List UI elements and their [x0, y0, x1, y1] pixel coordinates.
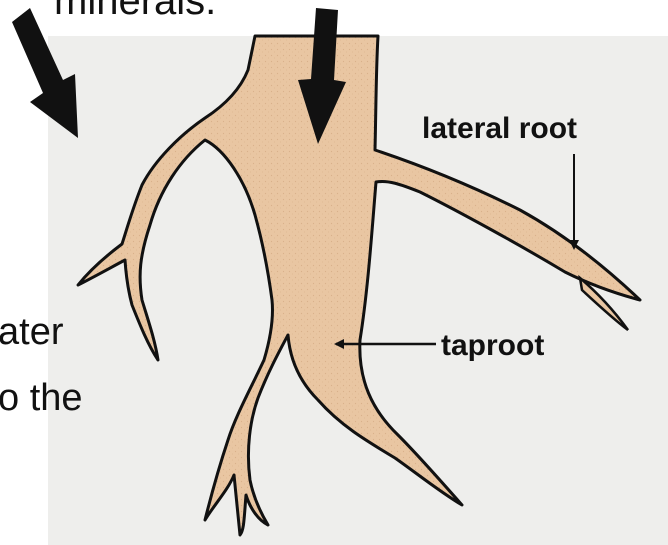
lateral-root-label: lateral root [422, 112, 577, 145]
cropped-text-left-line1: ater [0, 311, 64, 353]
taproot-label: taproot [441, 329, 544, 362]
cropped-text-top: minerals. [54, 0, 216, 23]
cropped-text-left-line2: o the [0, 377, 83, 419]
